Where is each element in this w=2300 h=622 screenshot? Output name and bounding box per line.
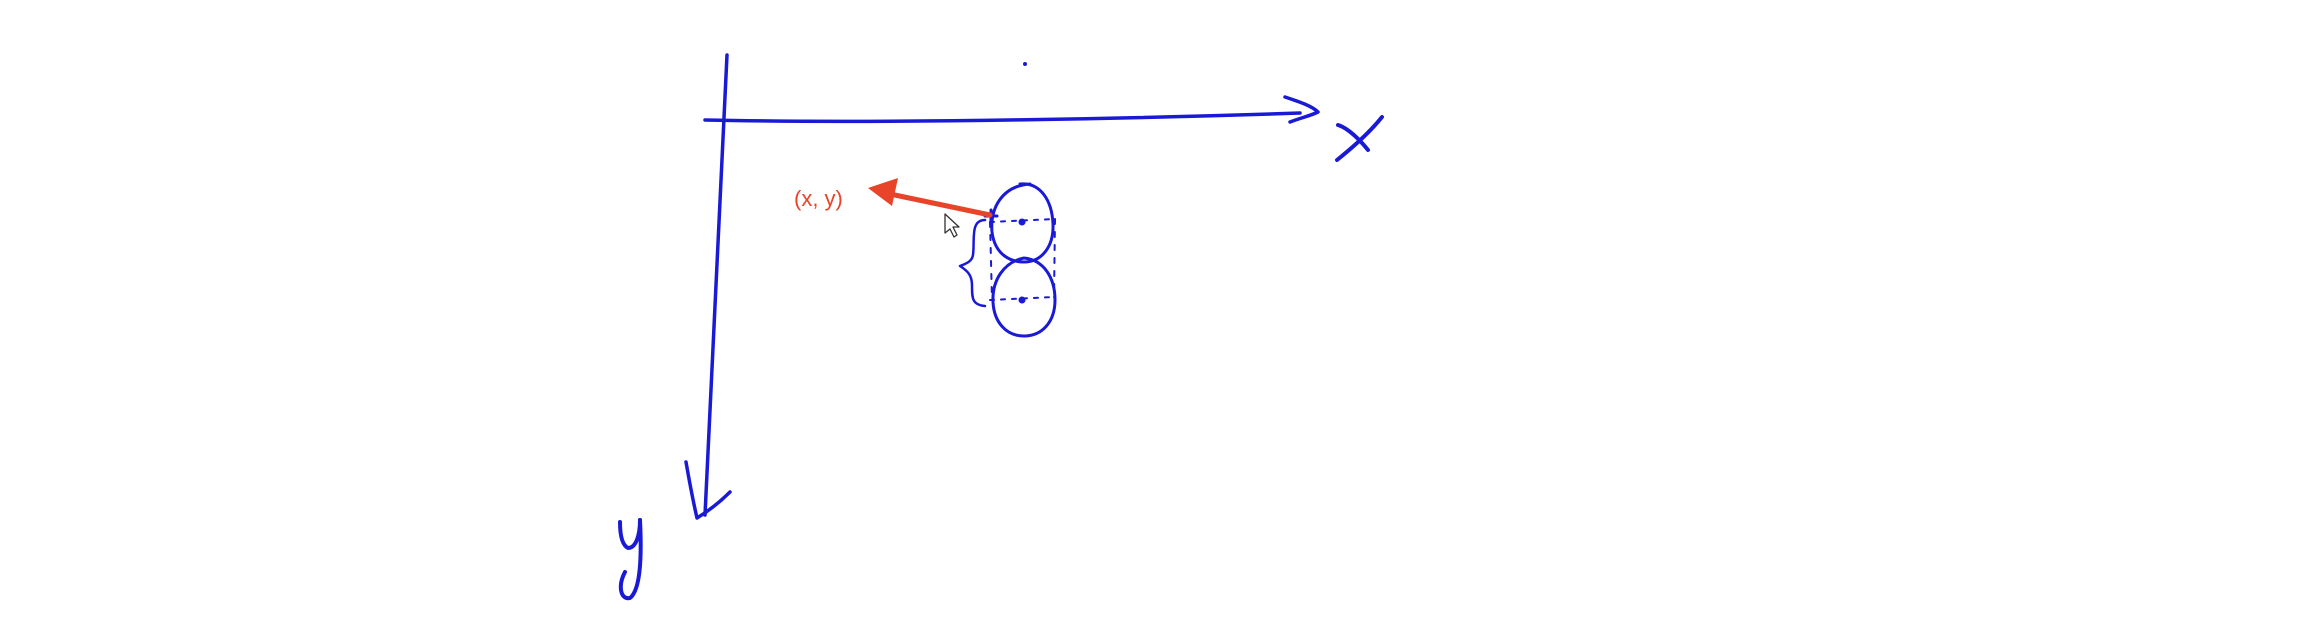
mouse-pointer-icon — [944, 213, 960, 238]
stray-dot — [1023, 62, 1027, 66]
y-axis-arrowhead — [684, 460, 732, 520]
x-axis-arrowhead — [1283, 95, 1320, 124]
y-axis-line — [703, 53, 729, 517]
x-axis-line — [703, 111, 1302, 124]
point-label: (x, y) — [794, 186, 843, 211]
right-dashed-side — [1053, 218, 1056, 298]
x-axis-label: x — [1335, 115, 1384, 162]
height-brace — [958, 218, 987, 308]
y-axis-label-text: y — [630, 559, 631, 561]
point-arrow — [868, 178, 993, 218]
upper-circle — [989, 182, 1056, 264]
lower-circle-center — [1018, 296, 1026, 304]
upper-circle-center — [1018, 218, 1026, 226]
y-axis-label: y — [618, 518, 643, 601]
left-dashed-side — [989, 221, 993, 301]
lower-circle — [989, 256, 1057, 338]
x-axis-label-text: x — [1360, 149, 1361, 151]
